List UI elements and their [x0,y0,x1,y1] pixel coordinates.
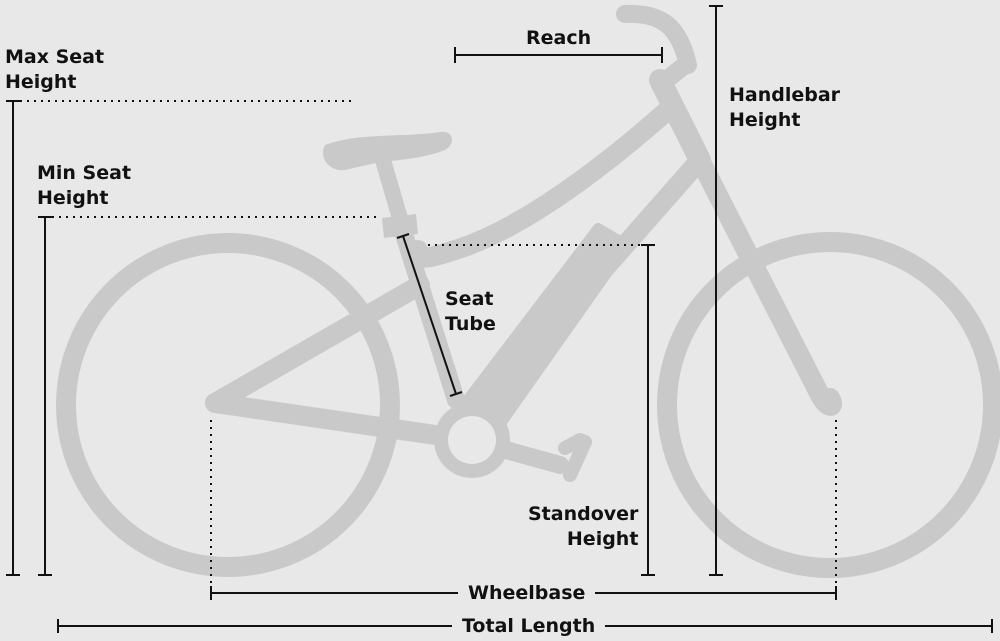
total-length-label-text: Total Length [462,615,596,637]
reach-label: Reach [526,26,591,51]
wheelbase-label: Wheelbase [458,581,596,606]
saddle-clamp [382,214,418,238]
standover-height-label: Standover Height [528,502,638,552]
standover-height-label-line1: Standover [528,503,639,525]
seat-post [372,142,410,233]
bottom-bracket-center [448,416,496,464]
max-seat-height-label-line1: Max Seat [5,46,105,68]
rear-wheel [56,233,400,577]
handlebar [616,4,697,74]
fork [690,150,842,416]
pedal [558,433,592,482]
max-seat-height-label: Max Seat Height [5,45,104,95]
min-seat-height-label: Min Seat Height [37,161,131,211]
handlebar-height-label-line1: Handlebar [729,84,841,106]
reach-label-text: Reach [526,27,592,49]
wheelbase-label-text: Wheelbase [468,582,586,604]
chainstay [205,393,480,450]
bicycle-silhouette [56,4,1000,578]
top-tube [408,100,678,268]
seat-tube-label: Seat Tube [445,287,496,337]
head-tube [649,69,711,171]
min-seat-height-label-line1: Min Seat [37,162,132,184]
seat-tube-line [402,235,457,395]
seat-tube-label-line1: Seat [445,288,494,310]
standover-height-label-line2: Height [566,528,639,550]
min-seat-height-label-line2: Height [37,187,109,209]
max-seat-height-label-line2: Height [5,71,77,93]
handlebar-height-label: Handlebar Height [729,83,840,133]
handlebar-height-label-line2: Height [729,109,801,131]
seatstay [205,275,430,413]
total-length-label: Total Length [452,614,606,639]
seat-tube-label-line2: Tube [445,313,496,335]
saddle [322,131,452,171]
front-wheel [657,232,1000,578]
